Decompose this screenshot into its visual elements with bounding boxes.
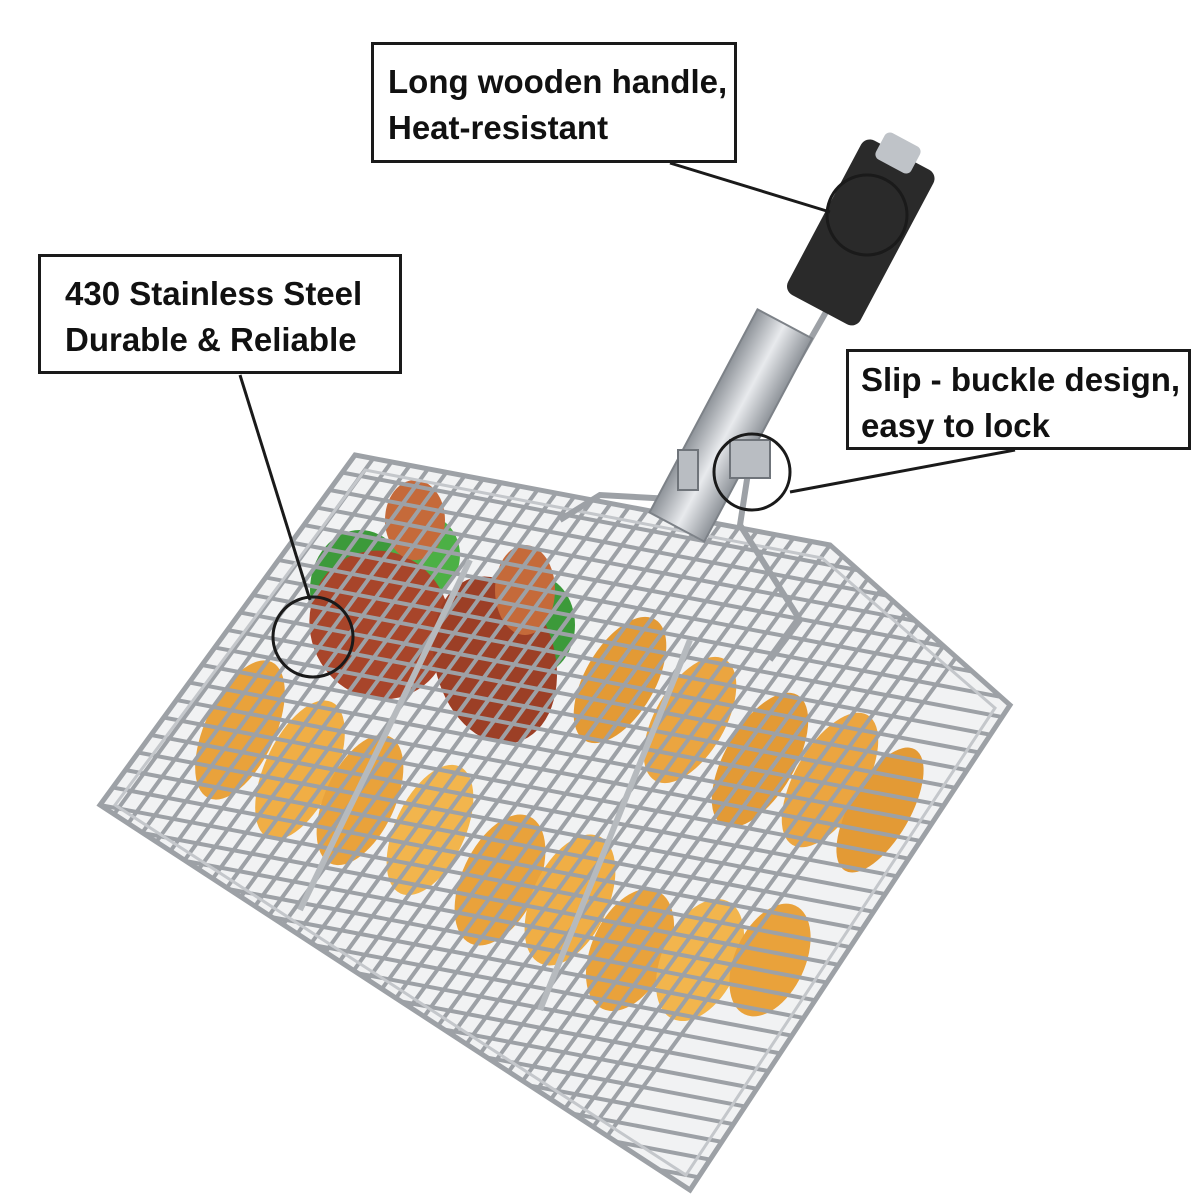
mesh-wire (100, 688, 1010, 882)
mesh-wire (100, 723, 994, 917)
mesh-wire (135, 531, 1010, 724)
basket-frame (96, 452, 1014, 1194)
mesh-wire (100, 846, 905, 1039)
mesh-wire (100, 828, 918, 1022)
mesh-wire (100, 583, 1010, 777)
mesh-wire (199, 455, 1010, 637)
callout-steel: 430 Stainless Steel Durable & Reliable (38, 254, 402, 374)
callout-buckle-line1: Slip - buckle design, (861, 361, 1181, 398)
mesh-wire (100, 636, 1010, 829)
mesh-wire (100, 671, 1010, 864)
mesh-wire (100, 706, 1007, 899)
mesh-wire (100, 811, 930, 1004)
mesh-wire (100, 863, 892, 1057)
mesh-wire (186, 461, 1010, 654)
callout-steel-line2: Durable & Reliable (65, 321, 357, 358)
callout-pointers (238, 161, 1016, 679)
callout-buckle: Slip - buckle design, easy to lock (846, 349, 1191, 450)
mesh-wire (100, 758, 969, 952)
mesh-wire (100, 653, 1010, 847)
callout-handle: Long wooden handle, Heat-resistant (371, 42, 737, 163)
callout-handle-line2: Heat-resistant (388, 109, 609, 146)
mesh-wire (100, 618, 1010, 812)
mesh-wire (100, 601, 1010, 794)
callout-buckle-line2: easy to lock (861, 407, 1050, 444)
mesh-wire (110, 566, 1010, 759)
callout-steel-line1: 430 Stainless Steel (65, 275, 363, 312)
mesh-wire (122, 548, 1010, 742)
handle-grip (787, 132, 935, 326)
mesh-wire (100, 741, 981, 934)
handle-shaft (558, 303, 833, 662)
callout-handle-line1: Long wooden handle, (388, 63, 728, 100)
